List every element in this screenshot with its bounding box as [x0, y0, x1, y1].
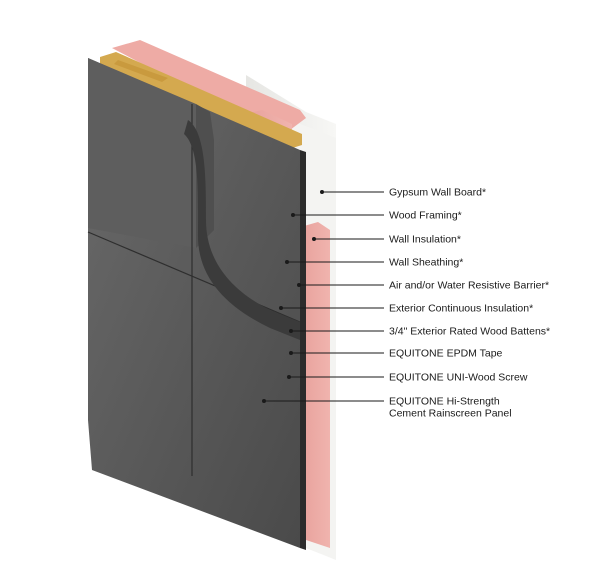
cement-panel-layer — [87, 58, 306, 550]
label-barrier: Air and/or Water Resistive Barrier* — [389, 280, 549, 292]
leader-dot-framing — [291, 213, 295, 217]
leader-dot-screw — [287, 375, 291, 379]
leader-dot-barrier — [297, 283, 301, 287]
leader-dot-wall-insulation — [312, 237, 316, 241]
label-line: Exterior Continuous Insulation* — [389, 303, 533, 315]
leader-dot-battens — [289, 329, 293, 333]
leader-dot-ci — [279, 306, 283, 310]
leader-dot-gypsum — [320, 190, 324, 194]
label-line: Wood Framing* — [389, 210, 462, 222]
label-framing: Wood Framing* — [389, 210, 462, 222]
label-wall-insulation: Wall Insulation* — [389, 234, 461, 246]
label-battens: 3/4" Exterior Rated Wood Battens* — [389, 326, 550, 338]
label-line: Wall Insulation* — [389, 234, 461, 246]
label-line: Air and/or Water Resistive Barrier* — [389, 280, 549, 292]
label-line: EQUITONE Hi-Strength — [389, 396, 500, 408]
label-line: Wall Sheathing* — [389, 257, 463, 269]
label-line: 3/4" Exterior Rated Wood Battens* — [389, 326, 550, 338]
leader-dot-tape — [289, 351, 293, 355]
label-tape: EQUITONE EPDM Tape — [389, 348, 503, 360]
label-line: EQUITONE UNI-Wood Screw — [389, 372, 528, 384]
label-ci: Exterior Continuous Insulation* — [389, 303, 533, 315]
label-gypsum: Gypsum Wall Board* — [389, 187, 486, 199]
label-sheathing: Wall Sheathing* — [389, 257, 463, 269]
label-screw: EQUITONE UNI-Wood Screw — [389, 372, 528, 384]
leader-dot-panel — [262, 399, 266, 403]
label-line: Gypsum Wall Board* — [389, 187, 486, 199]
leader-dot-sheathing — [285, 260, 289, 264]
callout-group: Gypsum Wall Board* Wood Framing* Wall Insu… — [262, 187, 550, 420]
label-line: EQUITONE EPDM Tape — [389, 348, 503, 360]
label-line: Cement Rainscreen Panel — [389, 408, 512, 420]
